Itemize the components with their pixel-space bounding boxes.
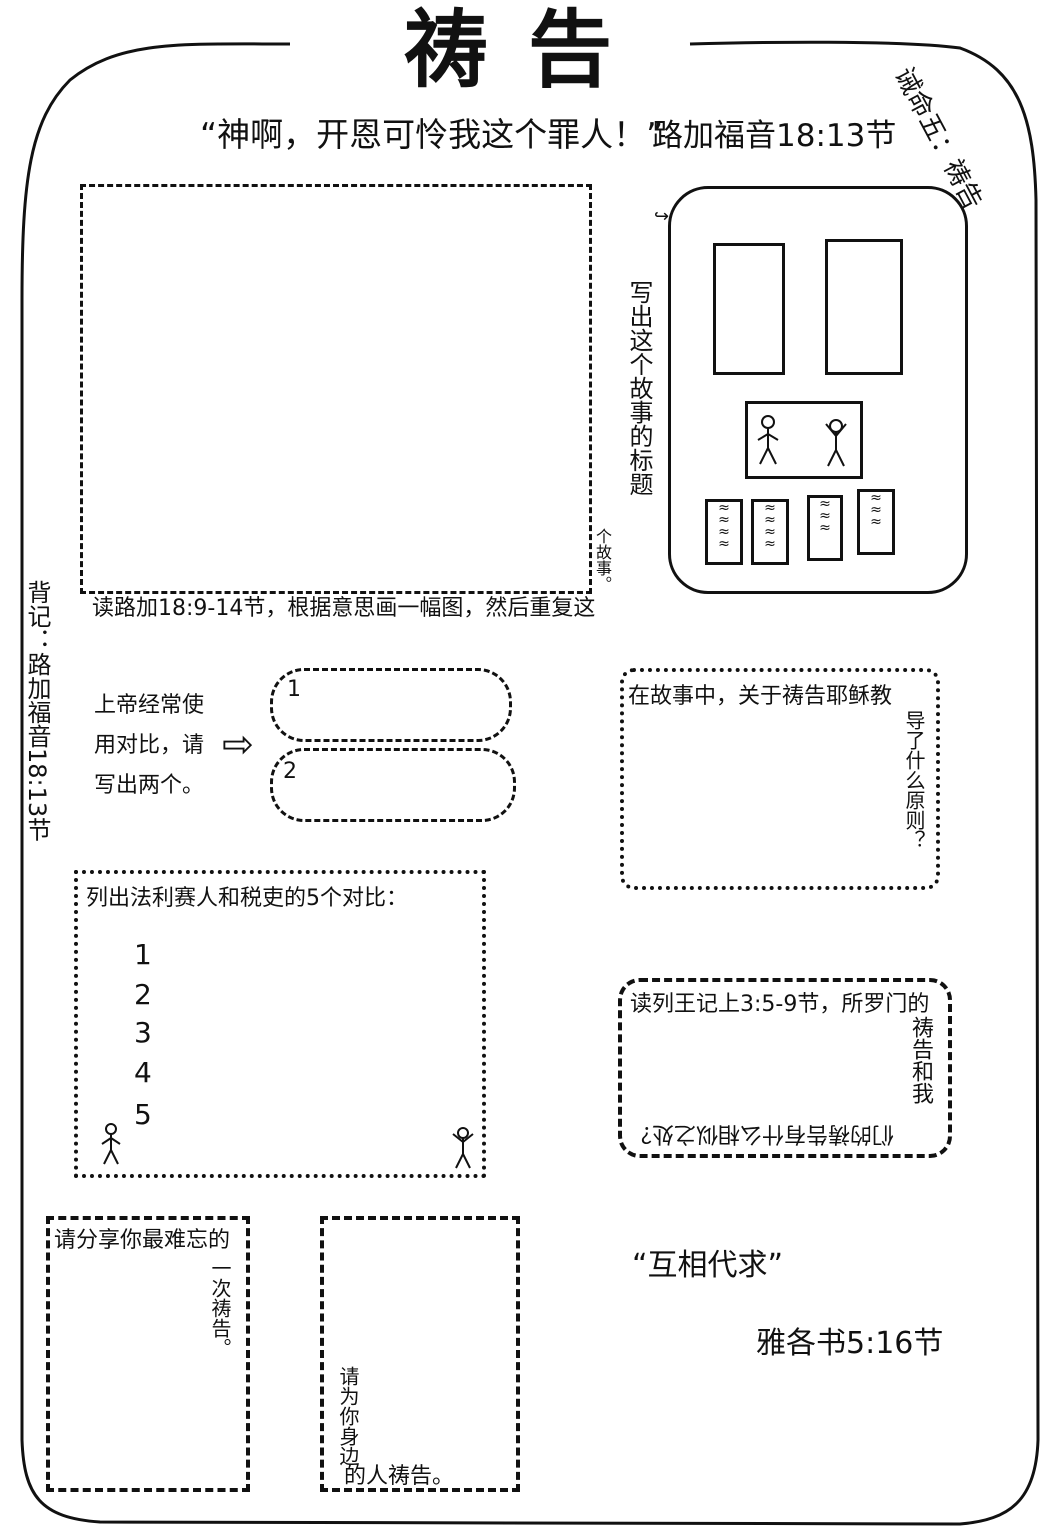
stick-figure-arms-up-icon <box>452 1127 474 1169</box>
list-item-2: 2 <box>134 978 152 1011</box>
list-item-4: 4 <box>134 1056 152 1089</box>
memorable-prayer-tail: 一次祷告。 <box>208 1258 232 1358</box>
page-card-right <box>825 239 903 375</box>
curl-arrow-icon: ↪ <box>654 206 670 227</box>
story-title-label: 写出这个故事的标题 <box>625 280 653 496</box>
list-item-1: 1 <box>134 938 152 971</box>
contrast-prompt: 上帝经常使用对比，请写出两个。 <box>94 693 205 798</box>
stick-figures-icon <box>757 415 847 467</box>
drawing-box[interactable] <box>80 184 592 594</box>
solomon-prompt-bottom: 们的祷告有什么相似之处？ <box>630 1121 895 1146</box>
solomon-prompt-side: 祷告和我 <box>908 1016 933 1104</box>
header-quote-reference: 路加福音18:13节 <box>652 118 897 154</box>
arrow-right-icon: ⇨ <box>222 722 254 766</box>
teaching-prompt-tail: 导了什么原则？ <box>902 710 926 850</box>
scroll-card-1: ≈≈≈≈ <box>705 499 743 565</box>
memorable-prayer-prompt: 请分享你最难忘的 <box>54 1228 231 1253</box>
neighbor-prayer-box[interactable] <box>320 1216 520 1492</box>
people-card <box>745 401 863 479</box>
teaching-box[interactable] <box>620 668 940 890</box>
scroll-card-3: ≈≈≈ <box>807 495 843 561</box>
memorable-prayer-box[interactable] <box>46 1216 250 1492</box>
solomon-box[interactable] <box>618 978 952 1158</box>
intercede-quote: “互相代求” <box>632 1248 784 1283</box>
neighbor-prayer-tail: 的人祷告。 <box>344 1464 455 1489</box>
list-item-5: 5 <box>134 1098 152 1131</box>
scroll-card-4: ≈≈≈ <box>857 489 895 555</box>
header-quote: “神啊，开恩可怜我这个罪人！” <box>200 115 664 154</box>
contrast-list-box[interactable] <box>74 870 486 1178</box>
contrast-slot-2-number: 2 <box>283 759 297 784</box>
solomon-prompt: 读列王记上3:5-9节，所罗门的 <box>630 992 930 1017</box>
list-item-3: 3 <box>134 1016 152 1049</box>
contrast-slot-2[interactable]: 2 <box>270 748 516 822</box>
contrast-slot-1[interactable]: 1 <box>270 668 512 742</box>
intercede-reference: 雅各书5:16节 <box>756 1326 944 1361</box>
contrast-slot-1-number: 1 <box>287 677 301 702</box>
stick-figure-icon <box>101 1123 121 1165</box>
page-card-left <box>713 243 785 375</box>
drawing-caption-tail: 个故事。 <box>593 528 612 592</box>
scroll-card-2: ≈≈≈≈ <box>751 499 789 565</box>
memory-verse-label: 背记：路加福音18:13节 <box>23 580 51 842</box>
contrast-list-prompt: 列出法利赛人和税吏的5个对比： <box>86 886 408 911</box>
story-title-panel[interactable]: ≈≈≈≈ ≈≈≈≈ ≈≈≈ ≈≈≈ <box>668 186 968 594</box>
page-title: 祷告 <box>403 1 652 99</box>
drawing-caption: 读路加18:9-14节，根据意思画一幅图，然后重复这 <box>92 596 596 621</box>
teaching-prompt: 在故事中，关于祷告耶稣教 <box>628 684 893 709</box>
neighbor-prayer-vertical: 请为你身边 <box>336 1366 360 1466</box>
